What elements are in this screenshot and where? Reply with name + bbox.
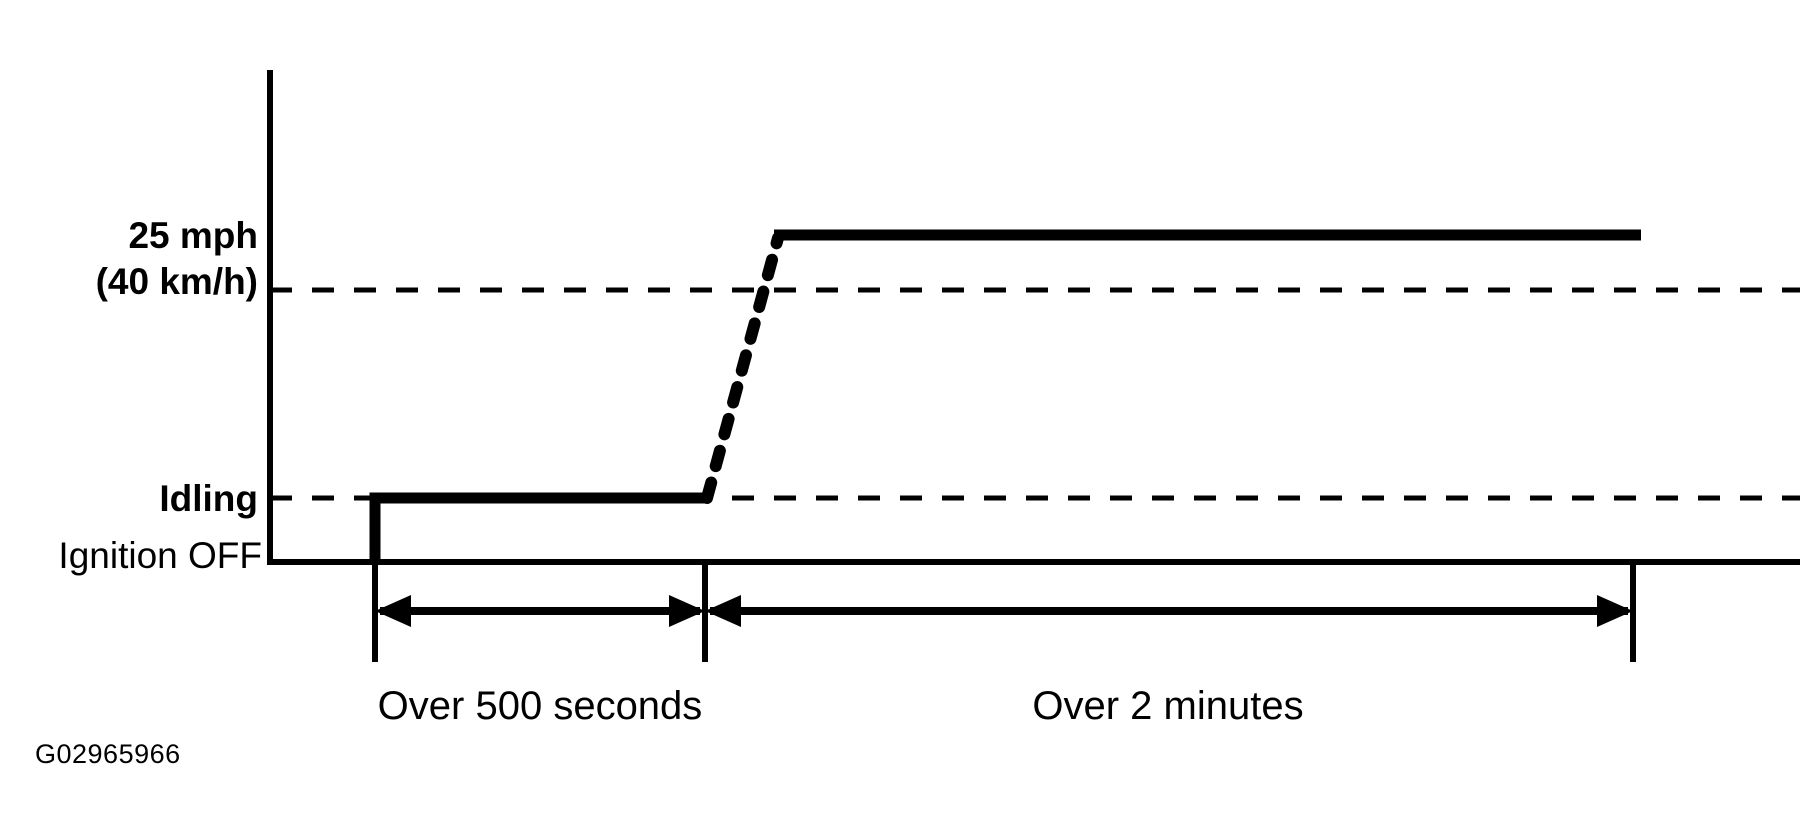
label-speed-mph: 25 mph — [128, 215, 258, 256]
dimension-arrow-over-2-minutes — [705, 595, 1633, 627]
dimension-label-over-2-minutes: Over 2 minutes — [1032, 684, 1303, 728]
reference-lines-group — [270, 287, 1800, 501]
y-axis-labels-group: 25 mph (40 km/h) Idling Ignition OFF — [58, 215, 262, 576]
label-idling: Idling — [159, 478, 258, 519]
trace-acceleration-ramp — [701, 232, 784, 504]
dimension-label-over-500-seconds: Over 500 seconds — [378, 684, 703, 728]
speed-trace-group — [369, 229, 1641, 562]
label-ignition-off: Ignition OFF — [58, 535, 262, 576]
trace-idle-segment — [369, 492, 707, 562]
dimension-arrow-2-head-right — [1597, 595, 1633, 627]
label-speed-kmh: (40 km/h) — [96, 261, 258, 302]
axes-group — [267, 70, 1800, 565]
dimension-ticks-group — [372, 562, 1636, 662]
dimension-arrow-1-head-right — [669, 595, 705, 627]
dimension-arrow-over-500-seconds — [375, 595, 705, 627]
dimension-arrow-2-head-left — [705, 595, 741, 627]
dimension-labels-group: Over 500 seconds Over 2 minutes — [378, 684, 1304, 728]
dimension-arrow-1-head-left — [375, 595, 411, 627]
figure-id-code: G02965966 — [35, 739, 181, 769]
